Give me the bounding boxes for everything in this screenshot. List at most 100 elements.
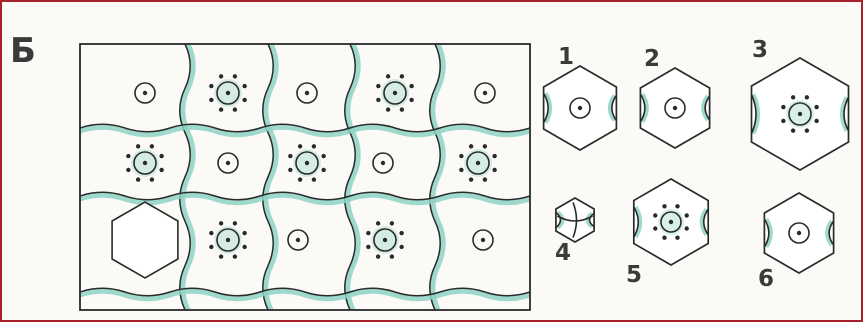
center-dot	[381, 161, 385, 165]
outer-dot	[386, 107, 390, 111]
center-dot	[226, 161, 230, 165]
outer-dot	[219, 254, 223, 258]
center-dot	[393, 91, 397, 95]
outer-dot	[459, 154, 463, 158]
outer-dot	[459, 168, 463, 172]
outer-dot	[242, 84, 246, 88]
outer-dot	[242, 98, 246, 102]
outer-dot	[219, 221, 223, 225]
center-dot	[578, 106, 582, 110]
outer-dot	[386, 74, 390, 78]
outer-dot	[159, 154, 163, 158]
outer-dot	[233, 107, 237, 111]
outer-dot	[150, 144, 154, 148]
answer-option-2: 2	[640, 46, 709, 148]
outer-dot	[233, 74, 237, 78]
outer-dot	[469, 144, 473, 148]
outer-dot	[209, 231, 213, 235]
outer-dot	[662, 204, 666, 208]
outer-dot	[321, 154, 325, 158]
circle-motif	[475, 83, 495, 103]
center-dot	[673, 106, 677, 110]
outer-dot	[781, 119, 785, 123]
outer-dot	[376, 98, 380, 102]
center-dot	[383, 238, 387, 242]
dotted-circle-motif	[209, 74, 247, 112]
outer-dot	[390, 254, 394, 258]
center-dot	[483, 91, 487, 95]
outer-dot	[409, 84, 413, 88]
outer-dot	[662, 236, 666, 240]
outer-dot	[233, 221, 237, 225]
tile-grid	[80, 44, 530, 310]
outer-dot	[312, 144, 316, 148]
center-dot	[226, 91, 230, 95]
outer-dot	[483, 177, 487, 181]
option-number-4: 4	[555, 240, 571, 266]
circle-motif	[135, 83, 155, 103]
outer-dot	[242, 231, 246, 235]
outer-dot	[653, 213, 657, 217]
outer-dot	[805, 95, 809, 99]
outer-dot	[366, 245, 370, 249]
center-dot	[143, 91, 147, 95]
center-dot	[296, 238, 300, 242]
outer-dot	[209, 245, 213, 249]
outer-dot	[781, 105, 785, 109]
outer-dot	[483, 144, 487, 148]
option-number-3: 3	[752, 37, 768, 63]
circle-motif	[288, 230, 308, 250]
outer-dot	[288, 154, 292, 158]
outer-dot	[685, 226, 689, 230]
outer-dot	[400, 107, 404, 111]
outer-dot	[376, 221, 380, 225]
center-dot	[481, 238, 485, 242]
outer-dot	[675, 236, 679, 240]
circle-motif	[218, 153, 238, 173]
dotted-circle-motif	[126, 144, 164, 182]
answer-option-6: 6	[758, 193, 834, 292]
circle-motif	[297, 83, 317, 103]
outer-dot	[209, 98, 213, 102]
outer-dot	[400, 74, 404, 78]
outer-dot	[390, 221, 394, 225]
outer-dot	[126, 168, 130, 172]
center-dot	[226, 238, 230, 242]
outer-dot	[219, 107, 223, 111]
outer-dot	[159, 168, 163, 172]
center-dot	[476, 161, 480, 165]
outer-dot	[376, 84, 380, 88]
outer-dot	[791, 95, 795, 99]
outer-dot	[791, 128, 795, 132]
answer-option-1: 1	[544, 44, 617, 150]
outer-dot	[288, 168, 292, 172]
center-dot	[669, 220, 673, 224]
outer-dot	[399, 231, 403, 235]
outer-dot	[126, 154, 130, 158]
dotted-circle-motif	[209, 221, 247, 259]
answer-option-3: 3	[752, 37, 849, 170]
answer-option-5: 5	[626, 179, 708, 288]
dotted-circle-motif	[366, 221, 404, 259]
outer-dot	[409, 98, 413, 102]
outer-dot	[136, 144, 140, 148]
outer-dot	[399, 245, 403, 249]
circle-motif	[473, 230, 493, 250]
outer-dot	[219, 74, 223, 78]
outer-dot	[376, 254, 380, 258]
option-number-5: 5	[626, 262, 642, 288]
circle-motif	[373, 153, 393, 173]
outer-dot	[242, 245, 246, 249]
outer-dot	[312, 177, 316, 181]
center-dot	[797, 231, 801, 235]
outer-dot	[298, 144, 302, 148]
dotted-circle-motif	[288, 144, 326, 182]
outer-dot	[298, 177, 302, 181]
outer-dot	[814, 105, 818, 109]
center-dot	[143, 161, 147, 165]
outer-dot	[136, 177, 140, 181]
outer-dot	[492, 154, 496, 158]
missing-hexagon-gap	[112, 202, 178, 278]
